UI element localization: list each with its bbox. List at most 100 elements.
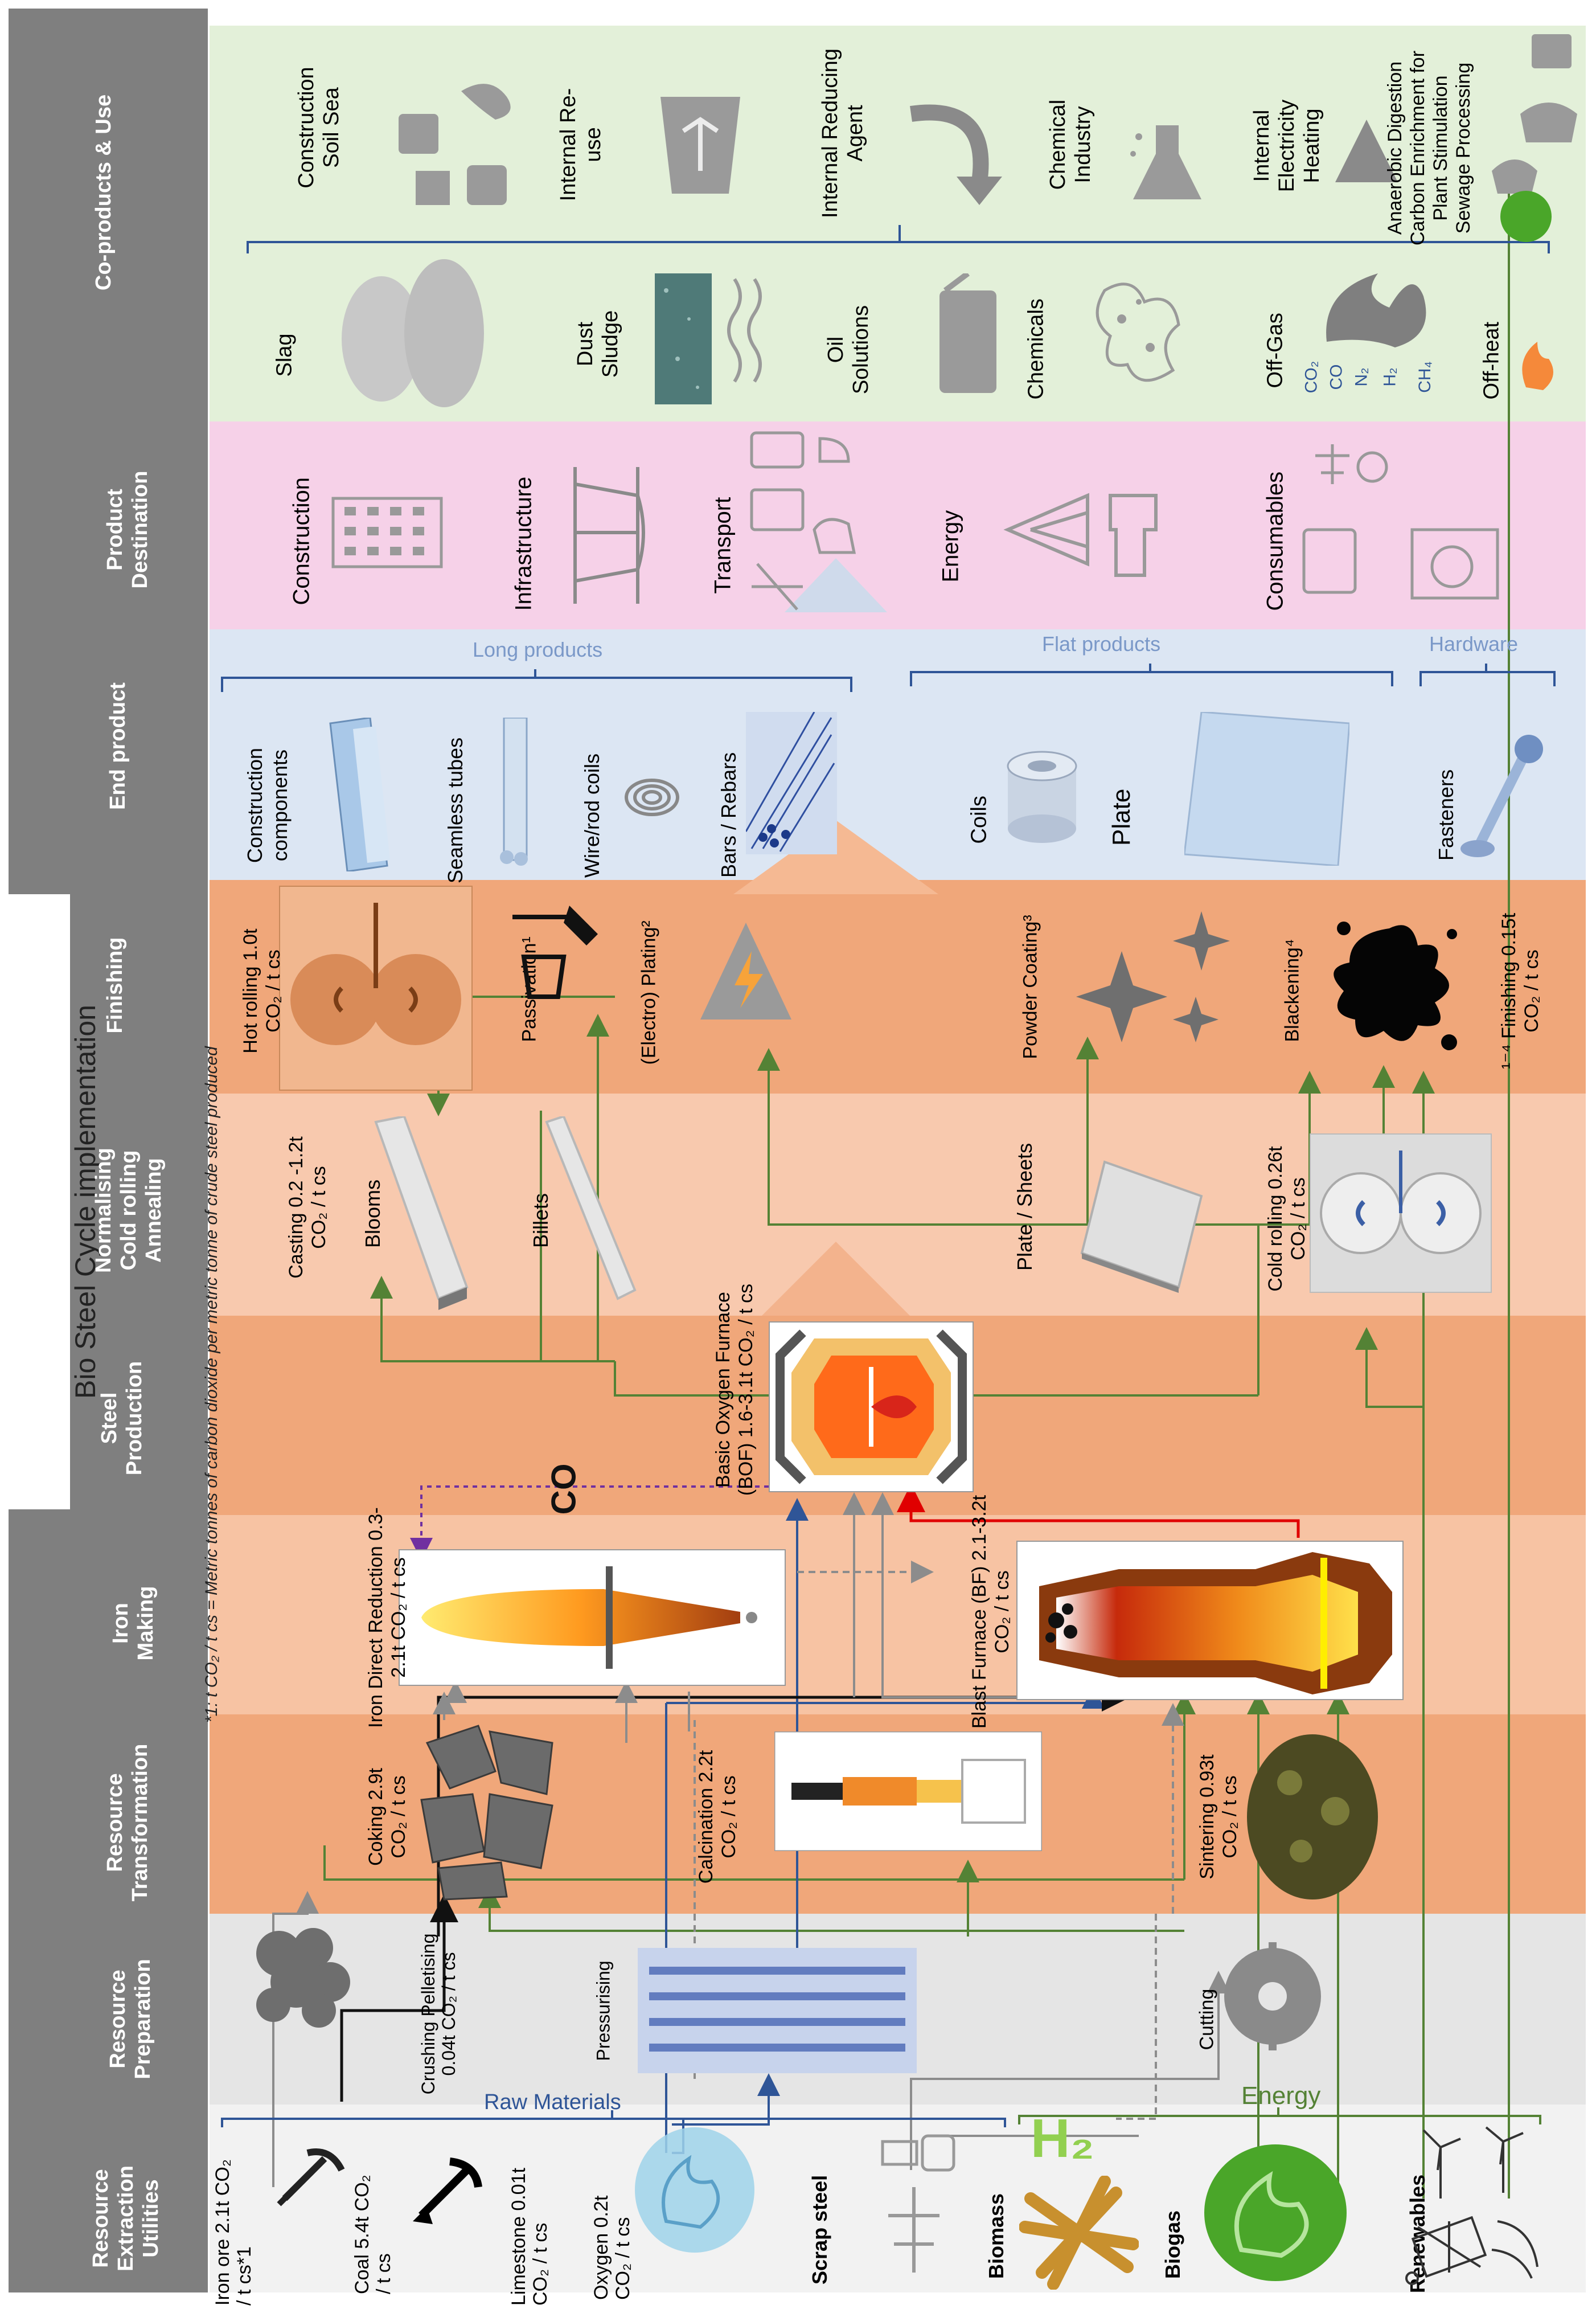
plating-label: (Electro) Plating²: [638, 920, 660, 1065]
cold-rolling-mill-image: [1310, 1133, 1492, 1293]
reducing-arrow-icon: [910, 104, 1002, 205]
crushing-label: Crushing Pelletising 0.04t CO₂ / t cs: [418, 1933, 459, 2095]
crushed-ore-icon: [256, 1928, 350, 2028]
building-icon: [331, 497, 443, 568]
sinter-image: [1247, 1734, 1378, 1899]
fastener-bolt-icon: [1460, 735, 1543, 857]
limestone-label: Limestone 0.01t CO₂ / t cs: [508, 2168, 551, 2306]
finishing-total-label: ¹⁻⁴ Finishing 0.15t CO₂ / t cs: [1498, 912, 1542, 1070]
slag-image: [342, 259, 484, 407]
flat-products-bracket: [910, 664, 1393, 686]
casting-label: Casting 0.2 -1.2t CO₂ / t cs: [285, 1136, 330, 1279]
dest-construction-label: Construction: [289, 477, 314, 605]
sintering-label: Sintering 0.93t CO₂ / t cs: [1196, 1754, 1241, 1880]
offgas-formulas: CO₂ CO N₂ H₂ CH₄: [1302, 361, 1434, 394]
wire-coils-label: Wire/rod coils: [580, 753, 604, 878]
coils-label: Coils: [967, 796, 991, 844]
slag-label: Slag: [272, 333, 297, 377]
use-reuse-label: Internal Re-use: [556, 88, 605, 202]
title-strip: [9, 894, 70, 1509]
flask-icon: [1130, 125, 1201, 199]
energy-label: Energy: [1241, 2082, 1321, 2110]
progress-arrows: [733, 558, 938, 1316]
bridge-icon: [573, 467, 645, 604]
scrap-steel-label: Scrap steel: [808, 2175, 831, 2285]
offgas-label: Off-Gas: [1263, 313, 1287, 388]
bof-converter-image: [769, 1321, 974, 1492]
plate-sheet-image: [1080, 1160, 1203, 1293]
energy-pylon-icon: [1003, 493, 1158, 577]
coking-label: Coking 2.9t CO₂ / t cs: [365, 1768, 409, 1866]
blast-furnace-image: [1016, 1541, 1404, 1700]
coproduct-bracket: [247, 225, 1550, 253]
dust-sludge-image: [655, 273, 762, 404]
coal-label: Coal 5.4t CO₂ / t cs: [351, 2175, 395, 2294]
biomass-wood-icon: [1019, 2176, 1139, 2290]
bloom-bar-image: [374, 1116, 469, 1310]
plate-sheets-label: Plate / Sheets: [1013, 1143, 1036, 1271]
coke-image: [420, 1725, 553, 1901]
idr-label: Iron Direct Reduction 0.3-2.1t CO₂ / t c…: [365, 1507, 409, 1728]
powder-coating-label: Powder Coating³: [1019, 915, 1041, 1059]
cutting-blade-icon: [1224, 1942, 1321, 2050]
hot-rolling-mill-image: [279, 886, 473, 1091]
hardware-label: Hardware: [1429, 632, 1519, 656]
powder-sparkle-icon: [1076, 911, 1230, 1042]
fasteners-label: Fasteners: [1434, 769, 1458, 861]
long-products-label: Long products: [473, 638, 603, 661]
hot-rolling-label: Hot rolling 1.0t CO₂ / t cs: [240, 928, 284, 1054]
offgas-flame-icon: [1326, 273, 1426, 347]
anaerobic-icons: [1492, 34, 1577, 242]
construction-components-label: Construction components: [243, 747, 292, 863]
dest-transport-label: Transport: [710, 497, 736, 594]
construction-beam-image: [329, 718, 390, 871]
scrap-icon: [881, 2134, 955, 2273]
use-electricity-label: Internal Electricity Heating: [1250, 99, 1324, 193]
use-anaerobic-label: Anaerobic Digestion Carbon Enrichment fo…: [1384, 50, 1474, 246]
dest-energy-label: Energy: [938, 510, 963, 583]
chemicals-label: Chemicals: [1024, 298, 1048, 400]
billet-bar-image: [545, 1116, 637, 1300]
pressurising-label: Pressurising: [593, 1960, 614, 2061]
dust-sludge-label: Dust Sludge: [573, 310, 622, 378]
pressurising-image: [638, 1948, 917, 2073]
consumables-icons: [1302, 444, 1499, 600]
long-products-bracket: [221, 669, 852, 692]
destination-band: [210, 421, 1586, 629]
electricity-warning-icon: [1335, 120, 1398, 182]
bars-rebars-label: Bars / Rebars: [717, 752, 740, 878]
oxygen-label: Oxygen 0.2t CO₂ / t cs: [590, 2195, 634, 2300]
co-label: CO: [544, 1463, 583, 1515]
wire-coil-icon: [625, 779, 679, 816]
oxygen-flame-icon: [635, 2127, 754, 2253]
use-chemical-industry-label: Chemical Industry: [1046, 99, 1095, 190]
coal-pickaxe-icon: [413, 2157, 482, 2224]
h2-label: H₂: [1031, 2108, 1094, 2169]
blackening-splat-icon: [1334, 922, 1457, 1050]
blackening-label: Blackening⁴: [1281, 939, 1303, 1042]
bf-label: Blast Furnace (BF) 2.1-3.2t CO₂ / t cs: [969, 1495, 1013, 1729]
raw-materials-bracket: [221, 2110, 1006, 2127]
bof-label: Basic Oxygen Furnace (BOF) 1.6-3.1t CO₂ …: [712, 1283, 757, 1496]
use-construction-label: Construction Soil Sea: [294, 67, 343, 189]
cutting-label: Cutting: [1196, 1988, 1218, 2050]
coil-cylinder-image: [1007, 751, 1077, 843]
raw-materials-label: Raw Materials: [484, 2090, 621, 2114]
iron-ore-label: Iron ore 2.1t CO₂ / t cs*1: [212, 2159, 255, 2306]
dest-consumables-label: Consumables: [1262, 471, 1288, 611]
transport-icons: [750, 431, 856, 611]
biogas-label: Biogas: [1161, 2210, 1184, 2279]
energy-bracket: [1018, 2107, 1541, 2124]
chemicals-molecule-icon: [1096, 283, 1180, 382]
biomass-label: Biomass: [984, 2193, 1008, 2279]
oil-solutions-label: Oil Solutions: [824, 305, 873, 395]
cold-rolling-label: Cold rolling 0.26t CO₂ / t cs: [1265, 1146, 1309, 1292]
seamless-tubes-label: Seamless tubes: [444, 737, 467, 883]
flat-products-label: Flat products: [1042, 632, 1161, 656]
hardware-bracket: [1419, 664, 1556, 686]
seamless-tubes-image: [500, 718, 528, 866]
plate-image: [1184, 712, 1349, 866]
plate-label: Plate: [1107, 788, 1135, 846]
passivation-bucket-icon: [512, 906, 598, 999]
